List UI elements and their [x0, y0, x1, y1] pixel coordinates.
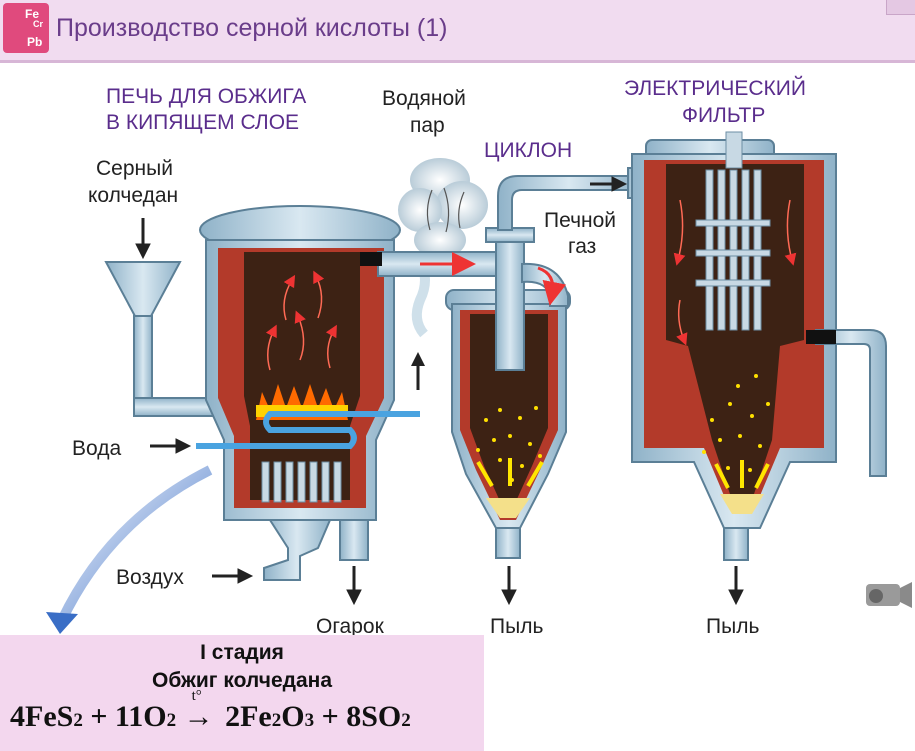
eq-rhs1-sub2: 3 — [304, 710, 315, 731]
page-title: Производство серной кислоты (1) — [56, 14, 448, 42]
furnace-gas-label-line2: газ — [568, 235, 597, 258]
app-logo[interactable]: Fe Cr Pb — [3, 3, 49, 53]
furnace-label-line1: ПЕЧЬ ДЛЯ ОБЖИГА — [106, 85, 307, 108]
logo-fe: Fe — [25, 7, 40, 21]
cyclone — [445, 227, 571, 559]
dust-label-cyclone: Пыль — [490, 615, 544, 638]
steam-label-line1: Водяной — [382, 87, 466, 110]
furnace-gas-label-line1: Печной — [544, 209, 617, 232]
furnace-label-line2: В КИПЯЩЕМ СЛОЕ — [106, 111, 300, 134]
header-bar: Fe Cr Pb Производство серной кислоты (1) — [0, 0, 915, 63]
dust-label-filter: Пыль — [706, 615, 760, 638]
curved-arrow-icon — [57, 465, 213, 623]
reaction-arrow: t°→ — [183, 688, 218, 734]
electrostatic-filter — [631, 131, 887, 561]
steam-label-line2: пар — [410, 114, 445, 137]
stage-title: I стадия — [200, 641, 284, 664]
feed-hopper — [104, 261, 225, 417]
eq-arrow: → — [183, 700, 214, 733]
eq-temp: t° — [191, 688, 202, 704]
filter-label-line1: ЭЛЕКТРИЧЕСКИЙ — [624, 77, 806, 100]
eq-plus1: + 11O — [82, 700, 167, 733]
air-label: Воздух — [116, 566, 184, 589]
stage-name: Обжиг колчедана — [151, 669, 332, 692]
camera-icon[interactable] — [866, 582, 912, 608]
corner-button[interactable] — [886, 0, 915, 15]
flow-arrows — [135, 176, 744, 606]
pyrite-label-line1: Серный — [96, 157, 173, 180]
cinder-label: Огарок — [316, 615, 384, 638]
equation-panel — [0, 635, 484, 751]
eq-plus2-sub: 2 — [401, 710, 411, 731]
reaction-equation: 4FeS2 + 11O2 t°→ 2Fe2O3 + 8SO2 — [10, 688, 480, 734]
eq-lhs1-sub: 2 — [73, 710, 83, 731]
fluidized-bed-furnace — [196, 205, 423, 581]
eq-rhs1: 2Fe — [225, 700, 272, 733]
eq-lhs1: 4FeS — [10, 700, 74, 733]
logo-cr: Cr — [33, 19, 44, 29]
gas-pipe — [360, 251, 499, 277]
eq-plus1-sub: 2 — [166, 710, 177, 731]
filter-label-line2: ФИЛЬТР — [682, 104, 766, 127]
eq-rhs1-sub1: 2 — [271, 710, 282, 731]
eq-plus2: + 8SO — [314, 700, 402, 733]
cyclone-label: ЦИКЛОН — [484, 139, 573, 162]
water-label: Вода — [72, 437, 122, 460]
eq-rhs1-mid: O — [281, 700, 305, 733]
logo-pb: Pb — [27, 35, 43, 49]
pyrite-label-line2: колчедан — [88, 184, 179, 207]
steam-cloud — [398, 158, 488, 338]
